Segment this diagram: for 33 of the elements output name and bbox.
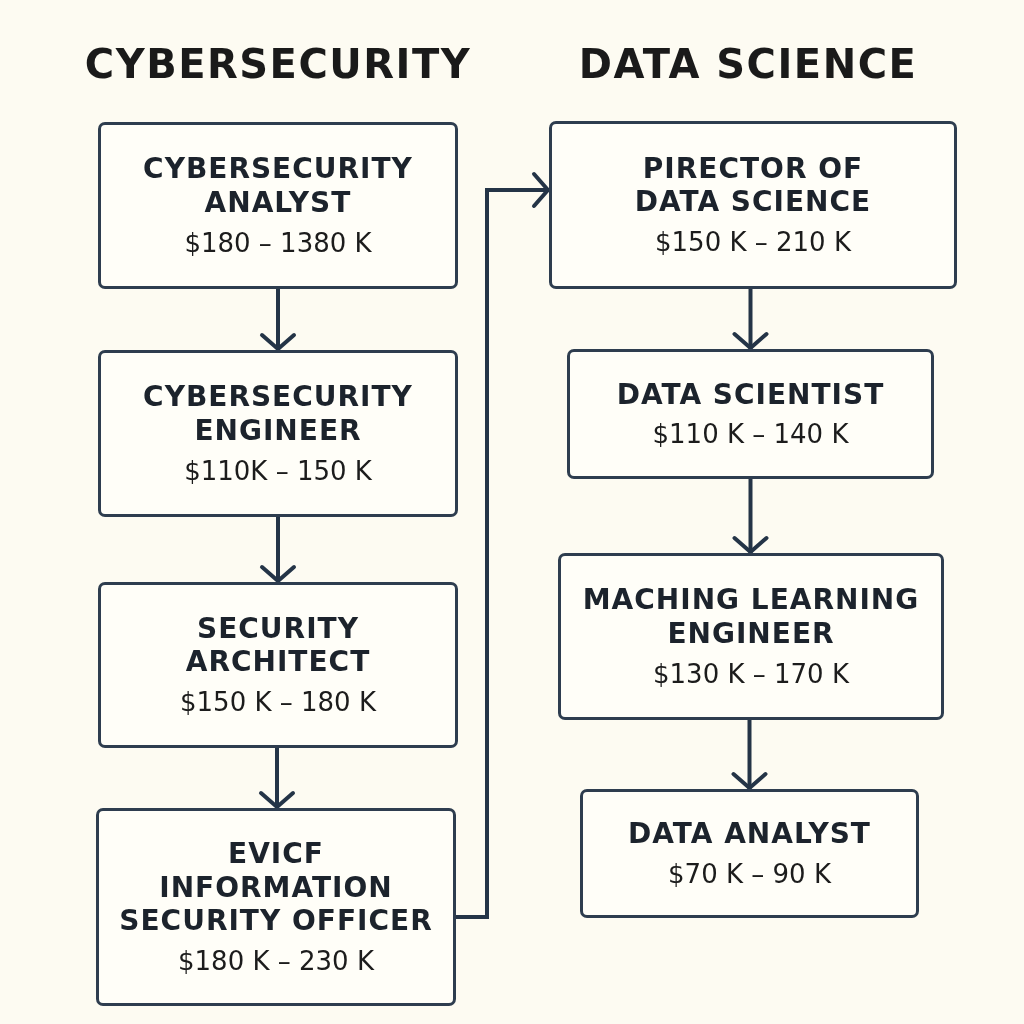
column-heading: DATA SCIENCE <box>578 40 918 88</box>
salary-range: $180 – 1380 K <box>184 227 372 259</box>
role-box <box>98 582 458 748</box>
salary-range: $130 K – 170 K <box>653 658 849 690</box>
role-box <box>98 122 458 289</box>
arrow <box>731 720 768 790</box>
job-title: SECURITY ARCHITECT <box>184 611 372 679</box>
job-title: PIRECTOR OF DATA SCIENCE <box>633 151 873 219</box>
column-heading: CYBERSECURITY <box>84 40 472 88</box>
job-title: DATA SCIENTIST <box>616 377 885 412</box>
arrow <box>732 289 769 350</box>
arrow <box>260 289 296 351</box>
job-title: DATA ANALYST <box>628 817 871 851</box>
salary-range: $110K – 150 K <box>184 455 372 487</box>
role-box <box>580 789 919 918</box>
arrow <box>259 748 295 809</box>
role-box <box>567 349 934 479</box>
job-title: MACHING LEARNING ENGINEER <box>581 583 921 651</box>
role-box <box>549 121 957 289</box>
arrow <box>732 479 769 554</box>
arrow <box>456 172 550 919</box>
role-box <box>558 553 944 720</box>
job-title: CYBERSECURITY ANALYST <box>142 152 414 220</box>
role-box <box>96 808 456 1006</box>
salary-range: $70 K – 90 K <box>668 858 831 890</box>
job-title: EVICF INFORMATION SECURITY OFFICER <box>118 837 434 938</box>
role-box <box>98 350 458 517</box>
salary-range: $110 K – 140 K <box>652 419 849 451</box>
salary-range: $150 K – 180 K <box>180 687 376 719</box>
arrow <box>260 517 296 583</box>
salary-range: $180 K – 230 K <box>178 945 374 977</box>
job-title: CYBERSECURITY ENGINEER <box>142 380 414 448</box>
salary-range: $150 K – 210 K <box>655 227 851 259</box>
